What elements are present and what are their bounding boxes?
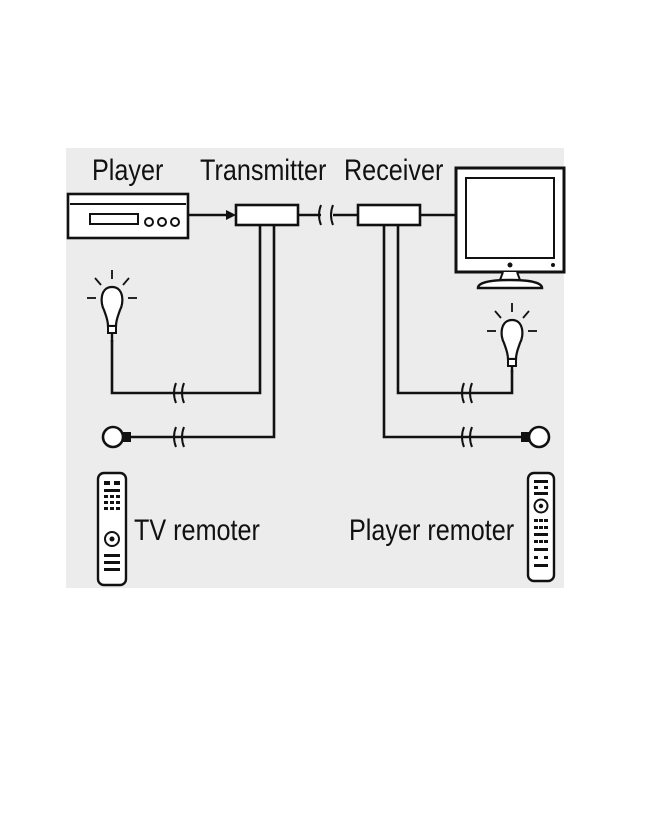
dvd-player-icon (66, 192, 190, 240)
signal-break-icon (318, 204, 334, 226)
signal-break-icon (173, 382, 185, 448)
remote-control-icon (526, 471, 556, 583)
tv-monitor-icon (454, 166, 566, 290)
signal-break-icon (461, 382, 473, 448)
player-label: Player (92, 153, 163, 187)
receiver-label: Receiver (344, 153, 443, 187)
transmitter-emitter-wire (110, 225, 262, 395)
transmitter-eye-wire (130, 225, 276, 439)
tv-remote-label: TV remoter (134, 513, 260, 547)
player-remote-label: Player remoter (349, 513, 514, 547)
ir-receiver-eye-icon (521, 425, 551, 449)
transmitter-box (234, 203, 300, 227)
receiver-eye-wire (382, 225, 528, 439)
ir-emitter-bulb-icon (87, 270, 137, 342)
player-to-transmitter-arrowhead (226, 210, 236, 220)
receiver-box (356, 203, 422, 227)
ir-receiver-eye-icon (101, 425, 131, 449)
transmitter-label: Transmitter (200, 153, 326, 187)
receiver-emitter-wire (396, 225, 514, 395)
ir-emitter-bulb-icon (487, 303, 537, 372)
remote-control-icon (96, 471, 128, 587)
